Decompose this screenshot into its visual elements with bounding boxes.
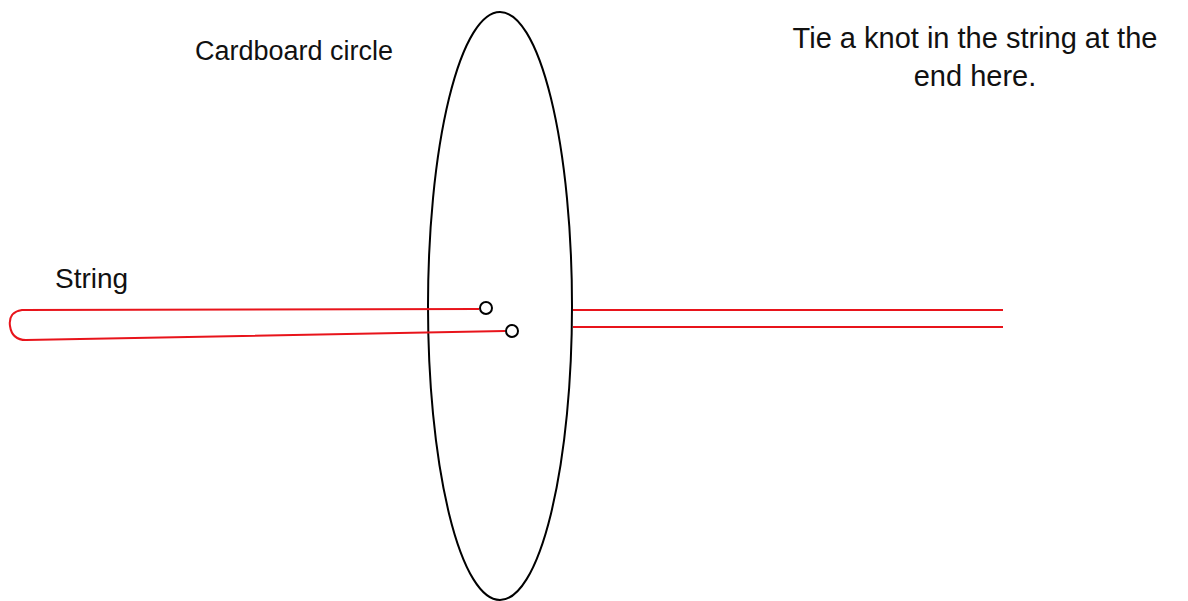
hole [506,325,518,337]
string-end [573,326,1003,328]
cardboard-circle [428,12,572,600]
part-label: Cardboard circle [195,34,455,69]
string-end [573,309,1003,311]
note-label: Tie a knot in the string at the end here… [768,20,1182,95]
hole [480,302,492,314]
string-loop [10,309,505,340]
part-label: String [55,261,215,297]
